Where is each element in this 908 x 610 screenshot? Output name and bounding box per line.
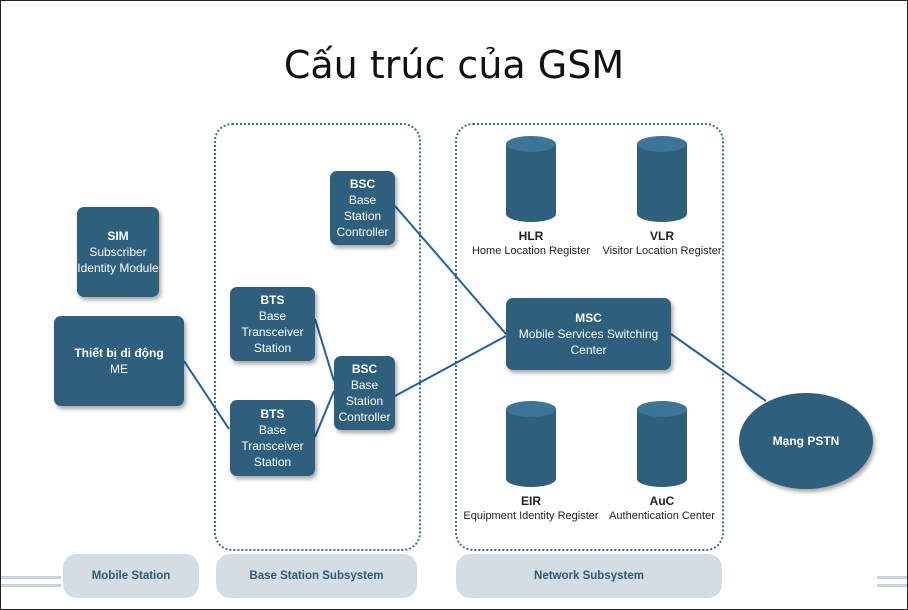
msc-box: MSC Mobile Services Switching Center (506, 298, 671, 370)
nss-group-border (455, 123, 724, 551)
bts-bottom-line1: Base Transceiver (241, 423, 304, 453)
bts-bottom-line2: Station (253, 455, 292, 469)
auc-abbr: AuC (649, 494, 675, 508)
sim-abbr: SIM (107, 229, 129, 243)
page-title: Cấu trúc của GSM (283, 43, 625, 87)
bts-top-line2: Station (253, 341, 292, 355)
sim-box: SIM Subscriber Identity Module (77, 207, 159, 297)
bsc-bottom-line2: Controller (338, 410, 391, 424)
link-bsc-msc-lower (394, 335, 507, 397)
vlr-abbr: VLR (650, 229, 674, 243)
bts-bottom-box: BTS Base Transceiver Station (230, 400, 315, 476)
footer-bss: Base Station Subsystem (216, 554, 417, 598)
eir-abbr: EIR (520, 494, 541, 508)
me-line1: ME (110, 362, 128, 376)
eir-name: Equipment Identity Register (463, 510, 599, 522)
footer-nss: Network Subsystem (456, 554, 722, 598)
link-me-bts (183, 360, 230, 430)
me-abbr: Thiết bị di động (74, 346, 164, 360)
bsc-top-box: BSC Base Station Controller (330, 171, 395, 245)
bsc-top-line2: Controller (336, 225, 389, 239)
msc-abbr: MSC (575, 311, 602, 325)
vlr-database-icon (637, 136, 687, 222)
bsc-top-abbr: BSC (349, 177, 376, 191)
vlr-label: VLR Visitor Location Register (599, 229, 725, 259)
vlr-name: Visitor Location Register (602, 245, 722, 257)
link-msc-pstn (670, 333, 767, 402)
bts-top-line1: Base Transceiver (241, 309, 304, 339)
sim-line1: Subscriber (89, 245, 147, 259)
bsc-bottom-box: BSC Base Station Controller (334, 356, 395, 430)
background-stripe (877, 584, 907, 587)
background-stripe (1, 584, 61, 587)
auc-database-icon (637, 401, 687, 487)
background-stripe (877, 576, 907, 579)
auc-label: AuC Authentication Center (602, 494, 722, 524)
bsc-bottom-abbr: BSC (351, 362, 378, 376)
hlr-database-icon (506, 136, 556, 222)
eir-database-icon (506, 401, 556, 487)
eir-label: EIR Equipment Identity Register (463, 494, 599, 524)
bts-bottom-abbr: BTS (260, 407, 285, 421)
hlr-name: Home Location Register (471, 245, 590, 257)
link-bts-bsc-bottom (314, 390, 335, 438)
me-box: Thiết bị di động ME (54, 316, 184, 406)
footer-mobile-station: Mobile Station (63, 554, 199, 598)
msc-name: Mobile Services Switching Center (518, 327, 659, 357)
bsc-top-line1: Base Station (343, 193, 382, 223)
bts-top-abbr: BTS (260, 293, 285, 307)
bts-top-box: BTS Base Transceiver Station (230, 287, 315, 361)
sim-line2: Identity Module (77, 261, 159, 275)
hlr-abbr: HLR (518, 229, 544, 243)
bsc-bottom-line1: Base Station (345, 378, 384, 408)
auc-name: Authentication Center (609, 510, 715, 522)
hlr-label: HLR Home Location Register (471, 229, 591, 259)
link-bts-bsc-top (314, 318, 335, 382)
bss-group-border (214, 123, 421, 551)
background-stripe (1, 576, 61, 579)
pstn-node: Mạng PSTN (739, 393, 873, 489)
link-bsc-msc-upper (394, 205, 507, 335)
